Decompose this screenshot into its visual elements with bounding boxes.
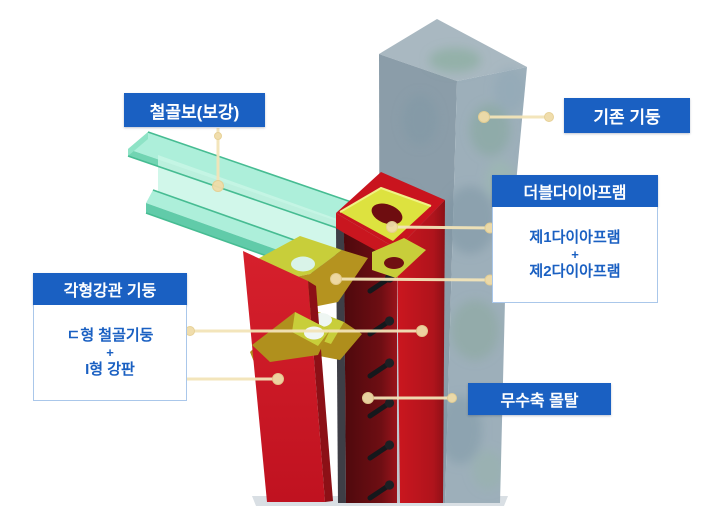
- gold-wing-hole: [304, 326, 324, 340]
- diaphragm-highlight: [339, 186, 432, 213]
- plus-sign: +: [571, 247, 579, 262]
- diaphragm-item-1: 제1다이아프램: [529, 229, 621, 246]
- stud: [367, 440, 395, 461]
- label-mortar: 무수축 몰탈: [468, 383, 611, 415]
- label-existing-column: 기존 기둥: [564, 98, 690, 133]
- stud: [367, 358, 395, 379]
- channel-column-3d: [336, 172, 445, 503]
- gold-plate-upper-hole: [291, 256, 315, 272]
- panel-double-diaphragm: 더블다이아프램 제1다이아프램 + 제2다이아프램: [492, 175, 658, 303]
- plus-sign: +: [106, 345, 114, 360]
- leader-diaphragm-2: [335, 277, 493, 282]
- label-steel-beam: 철골보(보강): [124, 93, 265, 127]
- column-interior-mortar: [344, 233, 397, 503]
- pipe-item-2: I형 강판: [85, 361, 135, 378]
- stud: [367, 398, 395, 419]
- panel-double-diaphragm-title: 더블다이아프램: [492, 175, 658, 207]
- beam-top-flange-end: [128, 132, 148, 156]
- panel-square-pipe-column: 각형강관 기둥 ㄷ형 철골기둥 + I형 강판: [33, 273, 187, 401]
- front-plate-face: [243, 251, 325, 502]
- front-steel-plate-3d: [243, 251, 333, 502]
- diaphragm-item-2: 제2다이아프램: [529, 263, 621, 280]
- leader-diaphragm-1: [391, 225, 493, 230]
- pipe-item-1: ㄷ형 철골기둥: [66, 327, 154, 344]
- panel-square-pipe-body: ㄷ형 철골기둥 + I형 강판: [33, 305, 187, 401]
- stud: [367, 480, 395, 501]
- gold-plate-right-hole: [384, 257, 404, 269]
- panel-double-diaphragm-body: 제1다이아프램 + 제2다이아프램: [492, 207, 658, 303]
- column-right-face: [397, 200, 445, 503]
- panel-square-pipe-title: 각형강관 기둥: [33, 273, 187, 305]
- first-diaphragm-hole: [371, 203, 403, 225]
